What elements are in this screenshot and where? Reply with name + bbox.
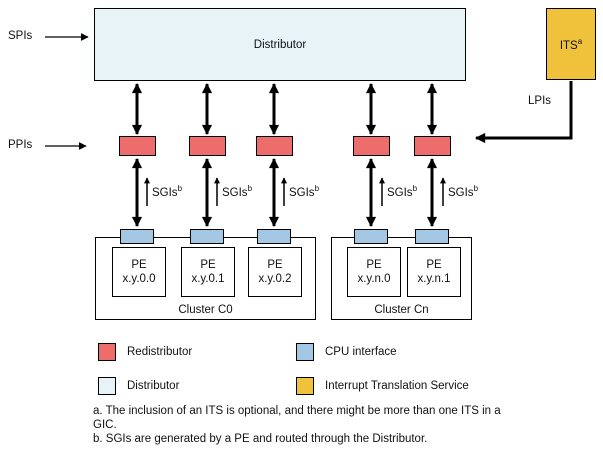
cpu-interface-swatch — [296, 343, 314, 361]
legend-item-redistributor: Redistributor — [98, 343, 192, 361]
distributor-swatch — [98, 377, 116, 395]
redistributor-box — [189, 136, 226, 156]
cpu-interface-box — [415, 229, 449, 244]
pe-name: PE — [200, 259, 216, 271]
pe-box: PE x.y.n.1 — [407, 247, 461, 297]
sgis-label: SGIsb — [448, 184, 479, 199]
footnote-b: b. SGIs are generated by a PE and routed… — [93, 433, 428, 445]
pe-id: x.y.n.0 — [357, 273, 391, 285]
cluster-cn-label: Cluster Cn — [374, 304, 429, 316]
pe-name: PE — [131, 259, 147, 271]
redistributor-swatch — [98, 343, 116, 361]
sgis-label: SGIsb — [289, 184, 320, 199]
pe-name: PE — [267, 259, 283, 271]
its-swatch — [296, 377, 314, 395]
pe-id: x.y.n.1 — [417, 273, 451, 285]
redistributor-box — [353, 136, 390, 156]
sgis-label: SGIsb — [152, 184, 183, 199]
lpis-label: LPIs — [528, 95, 552, 107]
lpi-arrow — [474, 81, 573, 144]
redistributor-box — [414, 136, 451, 156]
its-box: ITSa — [546, 8, 596, 80]
distributor-box: Distributor — [94, 8, 466, 81]
pe-box: PE x.y.0.1 — [181, 247, 235, 297]
pe-box: PE x.y.0.2 — [248, 247, 302, 297]
pe-id: x.y.0.2 — [258, 273, 292, 285]
ppis-label: PPIs — [8, 139, 33, 151]
legend-label: CPU interface — [325, 346, 397, 358]
cluster-c0-label: Cluster C0 — [178, 304, 233, 316]
pe-box: PE x.y.n.0 — [347, 247, 401, 297]
cpu-interface-box — [257, 229, 291, 244]
cpu-interface-box — [190, 229, 224, 244]
cpu-interface-box — [354, 229, 388, 244]
sgis-label: SGIsb — [387, 184, 418, 199]
redistributor-box — [119, 136, 156, 156]
pe-name: PE — [366, 259, 382, 271]
cpu-interface-box — [120, 229, 154, 244]
legend-label: Interrupt Translation Service — [325, 380, 469, 392]
legend-label: Distributor — [127, 380, 180, 392]
footnotes: a. The inclusion of an ITS is optional, … — [93, 404, 505, 446]
pe-id: x.y.0.0 — [122, 273, 156, 285]
legend-item-its: Interrupt Translation Service — [296, 377, 469, 395]
spis-label: SPIs — [8, 30, 33, 42]
pe-name: PE — [426, 259, 442, 271]
legend-label: Redistributor — [127, 346, 193, 358]
pe-id: x.y.0.1 — [191, 273, 225, 285]
cluster-cn-box: PE x.y.n.0 PE x.y.n.1 Cluster Cn — [331, 237, 472, 320]
legend-item-cpu-interface: CPU interface — [296, 343, 397, 361]
sgis-label: SGIsb — [222, 184, 253, 199]
distributor-label: Distributor — [253, 38, 307, 51]
its-label: ITSa — [559, 36, 583, 52]
cluster-c0-box: PE x.y.0.0 PE x.y.0.1 PE x.y.0.2 Cluster… — [95, 237, 316, 320]
redistributor-box — [256, 136, 293, 156]
legend-item-distributor: Distributor — [98, 377, 179, 395]
footnote-a: a. The inclusion of an ITS is optional, … — [93, 405, 501, 431]
pe-box: PE x.y.0.0 — [112, 247, 166, 297]
